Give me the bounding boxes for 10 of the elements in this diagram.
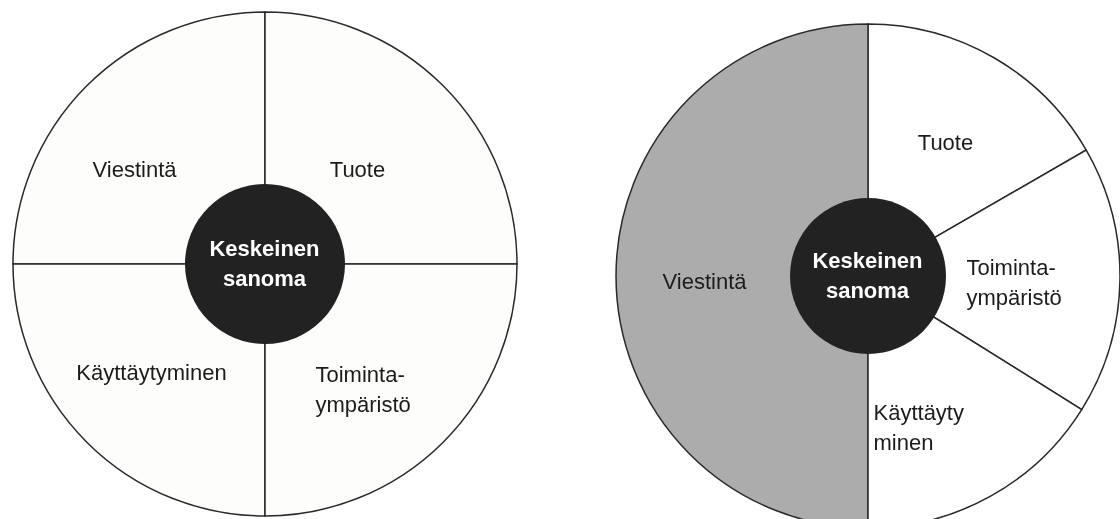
- sector-label: Toiminta- ympäristö: [966, 253, 1063, 312]
- center-label: Keskeinen sanoma: [208, 234, 321, 293]
- sector-label: Viestintä: [91, 155, 178, 184]
- sector-label: Käyttäyty minen: [873, 398, 965, 457]
- sector-label: Käyttäytyminen: [75, 358, 228, 387]
- sector-label: Toiminta- ympäristö: [315, 360, 412, 419]
- sector-label: Viestintä: [661, 267, 748, 296]
- sector-label: Tuote: [916, 128, 975, 157]
- sector-label: Tuote: [328, 155, 387, 184]
- center-label: Keskeinen sanoma: [811, 246, 924, 305]
